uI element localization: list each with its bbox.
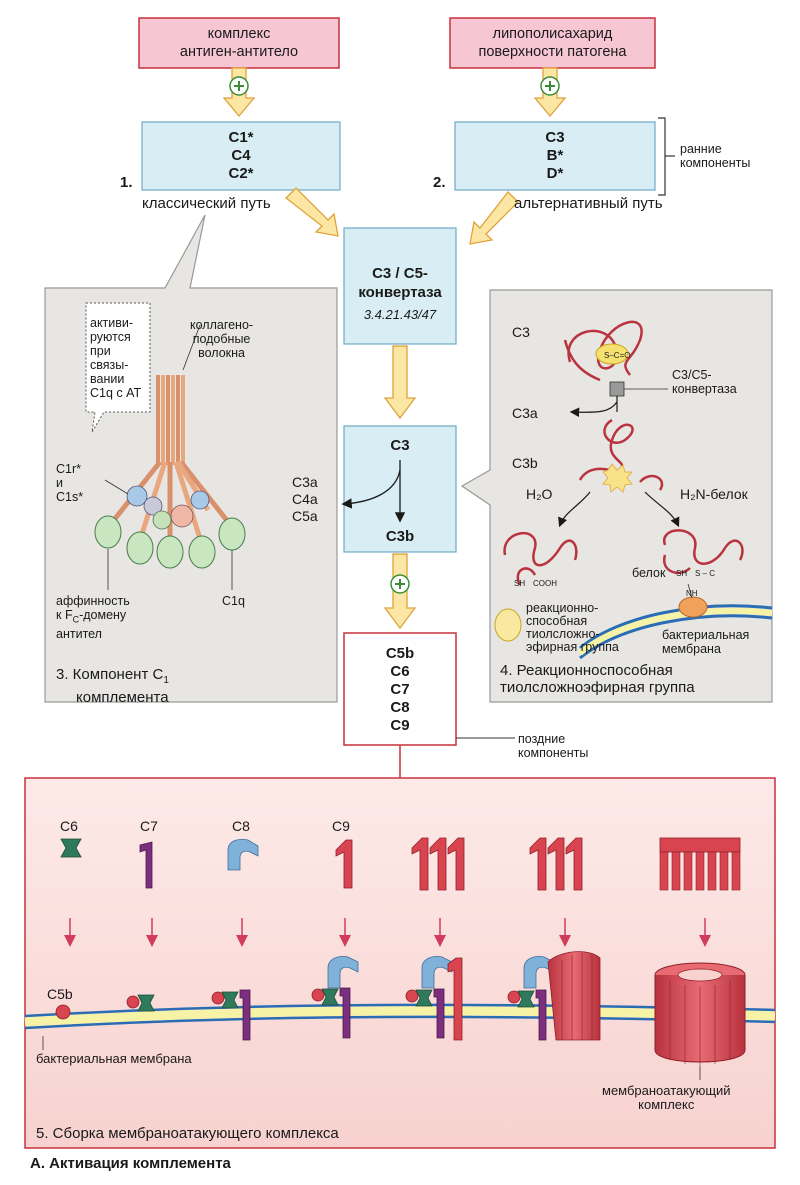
sh-label-right: SH <box>676 569 688 578</box>
arrow-classical-to-convertase <box>285 187 339 237</box>
released-fragments: C3a C4a C5a <box>292 474 318 524</box>
thioester-illustration: S–C=O <box>494 320 773 660</box>
classical-pathway-label: классический путь <box>142 195 271 212</box>
c5b6-stage <box>126 994 155 1012</box>
affinity-sub: C <box>72 614 80 625</box>
late-components: C5b C6 C7 C8 C9 <box>385 645 415 734</box>
arrow-c3b-to-late <box>383 553 417 630</box>
classical-trigger-box <box>138 17 340 69</box>
classical-components: C1* C4 C2* <box>228 129 254 182</box>
svg-text:S–C=O: S–C=O <box>604 351 630 360</box>
c3-label: C3 <box>390 437 410 454</box>
early-components-label: ранние компоненты <box>680 142 751 170</box>
alternative-trigger-text: липополисахарид поверхности патогена <box>478 26 627 60</box>
c9-polymerizing-stage <box>507 951 601 1041</box>
panel3-caption-prefix: 3. Компонент C <box>56 666 164 683</box>
panel3-caption-line2: комплемента <box>76 689 169 706</box>
panel4-convertase-label: C3/C5- конвертаза <box>672 368 737 396</box>
c3b-label: C3b <box>385 528 415 545</box>
alternative-pathway-label: альтернативный путь <box>514 195 663 212</box>
c5b6789-stage <box>405 956 463 1041</box>
panel4-c3a-label: C3a <box>512 405 538 421</box>
c5b67-stage <box>211 989 251 1041</box>
c5b678-stage <box>311 956 359 1039</box>
convertase-box <box>343 227 457 345</box>
c1q-label: C1q <box>222 594 245 608</box>
panel5-background <box>24 777 776 1149</box>
affinity-suffix: -домену <box>79 608 127 622</box>
classical-trigger-text: комплекс антиген-антитело <box>179 26 299 60</box>
c5b-label: C5b <box>47 986 73 1002</box>
panel4-membrane-label: бактериальная мембрана <box>662 628 750 656</box>
convertase-ec-number: 3.4.21.43/47 <box>363 307 437 322</box>
panel4-c3b-label: C3b <box>512 455 538 471</box>
c3a-release-arrow <box>341 469 401 509</box>
assembly-arrows <box>64 918 711 947</box>
figure-caption: А. Активация комплемента <box>30 1155 231 1172</box>
c6-protein-icon <box>60 838 82 858</box>
panel5-caption: 5. Сборка мембраноатакующего комплекса <box>36 1125 339 1142</box>
affinity-line3: антител <box>56 626 102 641</box>
bacterial-membrane <box>24 1003 776 1050</box>
c9-polymer-medium-icon <box>529 837 583 891</box>
c1r-c1s-label: C1r* и C1s* <box>56 462 84 504</box>
panel4-caption: 4. Реакционноспособная тиолсложноэфирная… <box>500 662 695 696</box>
arrow-convertase-to-c3 <box>383 345 417 420</box>
membrane-attack-complex-icon <box>654 962 746 1080</box>
activation-callout <box>85 302 151 433</box>
c1-molecule-illustration <box>94 324 246 590</box>
activation-arrow-alternative <box>533 67 567 118</box>
nh-label: NH <box>686 589 698 598</box>
water-label: H₂O <box>526 486 553 502</box>
bacterial-membrane-label: бактериальная мембрана <box>36 1051 192 1066</box>
c5b-bound-icon <box>55 1004 71 1020</box>
alternative-number: 2. <box>433 174 446 191</box>
early-components-bracket <box>658 117 666 196</box>
alternative-pathway-box <box>454 121 656 191</box>
affinity-prefix: аффинность к F <box>56 594 130 622</box>
c9-label: C9 <box>332 818 350 834</box>
c9-protein-icon <box>335 839 353 889</box>
panel3-caption: 3. Компонент C1 комплемента <box>56 666 169 706</box>
late-components-label: поздние компоненты <box>518 732 589 760</box>
sh-label-left: SH <box>514 579 526 588</box>
c8-protein-icon <box>227 838 259 871</box>
collagen-fibers-label: коллагено- подобные волокна <box>190 318 254 360</box>
protein-label: белок <box>632 566 666 580</box>
alternative-trigger-box <box>449 17 656 69</box>
classical-pathway-box <box>141 121 341 191</box>
mac-label: мембраноатакующий комплекс <box>602 1083 731 1112</box>
alternative-components: C3 B* D* <box>545 129 565 182</box>
panel3-caption-sub: 1 <box>163 675 169 686</box>
c7-label: C7 <box>140 818 158 834</box>
c7-protein-icon <box>139 841 153 889</box>
c6-label: C6 <box>60 818 78 834</box>
cooh-label: COOH <box>533 579 557 588</box>
panel4-c3-label: C3 <box>512 324 530 340</box>
late-components-box <box>343 632 457 746</box>
reactive-group-legend: реакционно- способная тиолсложно- эфирна… <box>526 601 619 654</box>
amine-protein-label: H₂N-белок <box>680 486 748 502</box>
affinity-label: аффинность к FC-домену антител <box>56 594 130 641</box>
classical-number: 1. <box>120 174 133 191</box>
c8-label: C8 <box>232 818 250 834</box>
convertase-title: C3 / C5- конвертаза <box>358 265 442 301</box>
thioester-s-c-label: S – C <box>695 569 716 578</box>
activation-note: активи- руются при связы- вании C1q с АТ <box>90 316 142 400</box>
activation-arrow-classical <box>222 67 256 118</box>
arrow-alternative-to-convertase <box>469 191 519 245</box>
c9-polymer-large-icon <box>659 837 741 891</box>
c9-polymer-small-icon <box>411 837 465 891</box>
